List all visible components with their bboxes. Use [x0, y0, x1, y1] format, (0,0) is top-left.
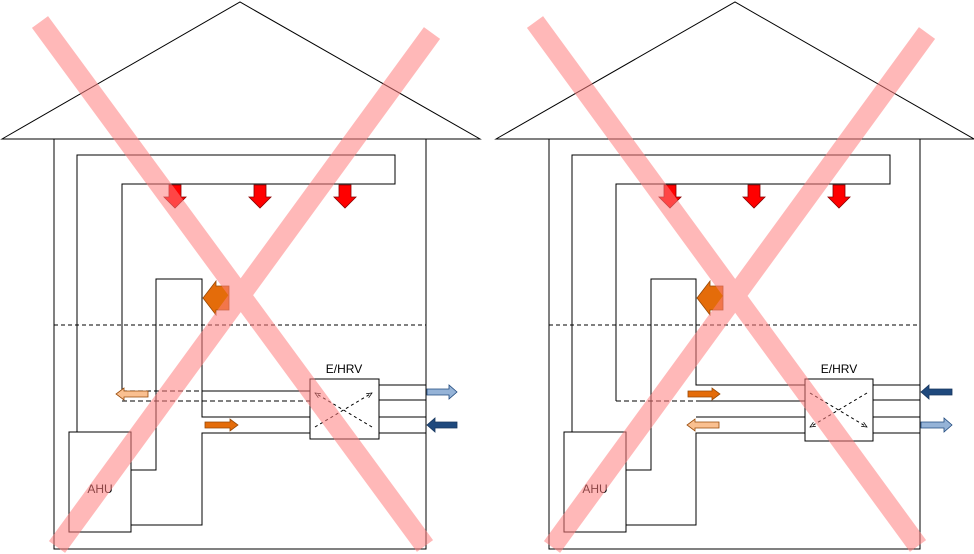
exhaust-out-arrow [920, 417, 953, 433]
exhaust-out-arrow [426, 384, 458, 400]
supply-duct-outer [76, 154, 396, 432]
cross-out-mark [526, 16, 936, 553]
exhaust-interior-arrow [115, 387, 149, 401]
house-walls [548, 139, 921, 550]
left-diagram: E/HRV AHU [0, 1, 482, 553]
supply-duct-outer [571, 154, 891, 432]
fresh-air-interior-arrow [687, 387, 721, 401]
supply-arrow [333, 184, 357, 209]
intake-in-arrow [426, 417, 458, 433]
supply-arrow [827, 184, 851, 209]
cross-out-mark [31, 16, 441, 553]
ehrv-label: E/HRV [821, 362, 857, 376]
right-diagram: E/HRV AHU [494, 1, 974, 553]
ahu-return-duct [131, 432, 310, 526]
ehrv-crossflow [809, 392, 867, 427]
supply-arrow [248, 184, 272, 209]
house-walls [53, 139, 427, 550]
return-duct [131, 278, 310, 471]
supply-arrow [742, 184, 766, 209]
ahu-return-duct [626, 432, 805, 526]
house-roof [494, 1, 974, 140]
exhaust-interior-arrow [686, 418, 720, 432]
return-duct [626, 278, 805, 471]
fresh-air-interior-arrow [204, 418, 239, 432]
intake-in-arrow [920, 384, 953, 400]
ehrv-label: E/HRV [326, 362, 362, 376]
ehrv-crossflow [314, 393, 372, 428]
house-roof [0, 1, 482, 140]
